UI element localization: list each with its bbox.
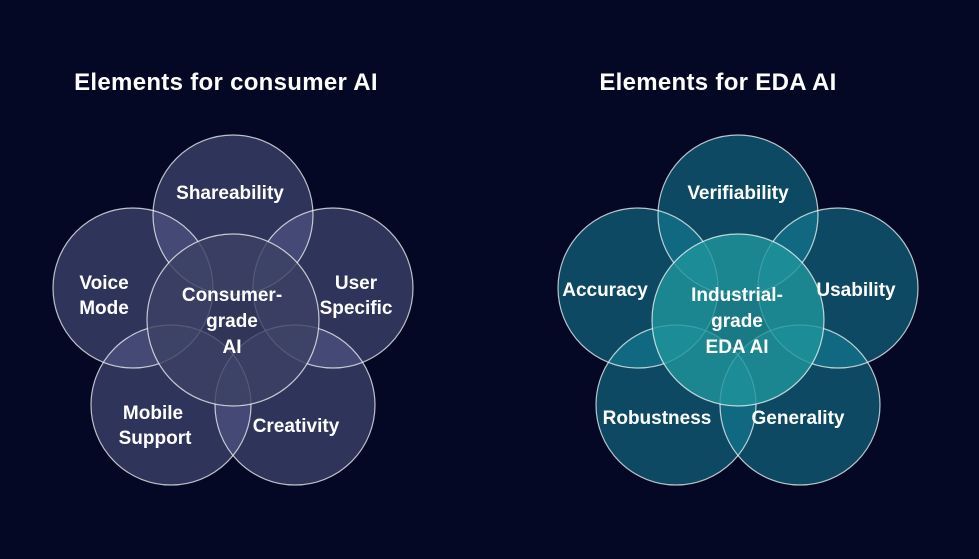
petal-label-mode: Mode <box>79 298 129 319</box>
center-label-line3: AI <box>223 337 242 358</box>
petal-label-accuracy: Accuracy <box>562 280 648 301</box>
petal-label-support: Support <box>119 428 192 449</box>
petal-label-creativity: Creativity <box>253 416 340 437</box>
center-label-line1: Consumer- <box>182 285 282 306</box>
center-label-line1: Industrial- <box>691 285 783 306</box>
eda-ai-venn: Verifiability Accuracy Usability Robustn… <box>557 134 919 486</box>
center-label-line3: EDA AI <box>706 337 769 358</box>
center-outline-consumer-ai <box>146 233 320 407</box>
left-diagram-title: Elements for consumer AI <box>74 69 378 96</box>
petal-label-voice: Voice <box>79 273 128 294</box>
petal-label-mobile: Mobile <box>123 403 183 424</box>
petal-label-specific: Specific <box>320 298 393 319</box>
center-label-line2: grade <box>711 311 763 332</box>
petal-label-user: User <box>335 273 378 294</box>
petal-label-verifiability: Verifiability <box>687 183 789 204</box>
petal-label-usability: Usability <box>816 280 896 301</box>
center-outline-eda-ai <box>651 233 825 407</box>
right-diagram-title: Elements for EDA AI <box>599 69 836 96</box>
consumer-ai-venn: Shareability Voice Mode User Specific Mo… <box>52 134 414 486</box>
center-label-line2: grade <box>206 311 258 332</box>
center-circle-consumer-ai <box>147 234 319 406</box>
center-circle-eda-ai <box>652 234 824 406</box>
petal-label-generality: Generality <box>752 408 845 429</box>
petal-label-shareability: Shareability <box>176 183 284 204</box>
petal-label-robustness: Robustness <box>603 408 712 429</box>
